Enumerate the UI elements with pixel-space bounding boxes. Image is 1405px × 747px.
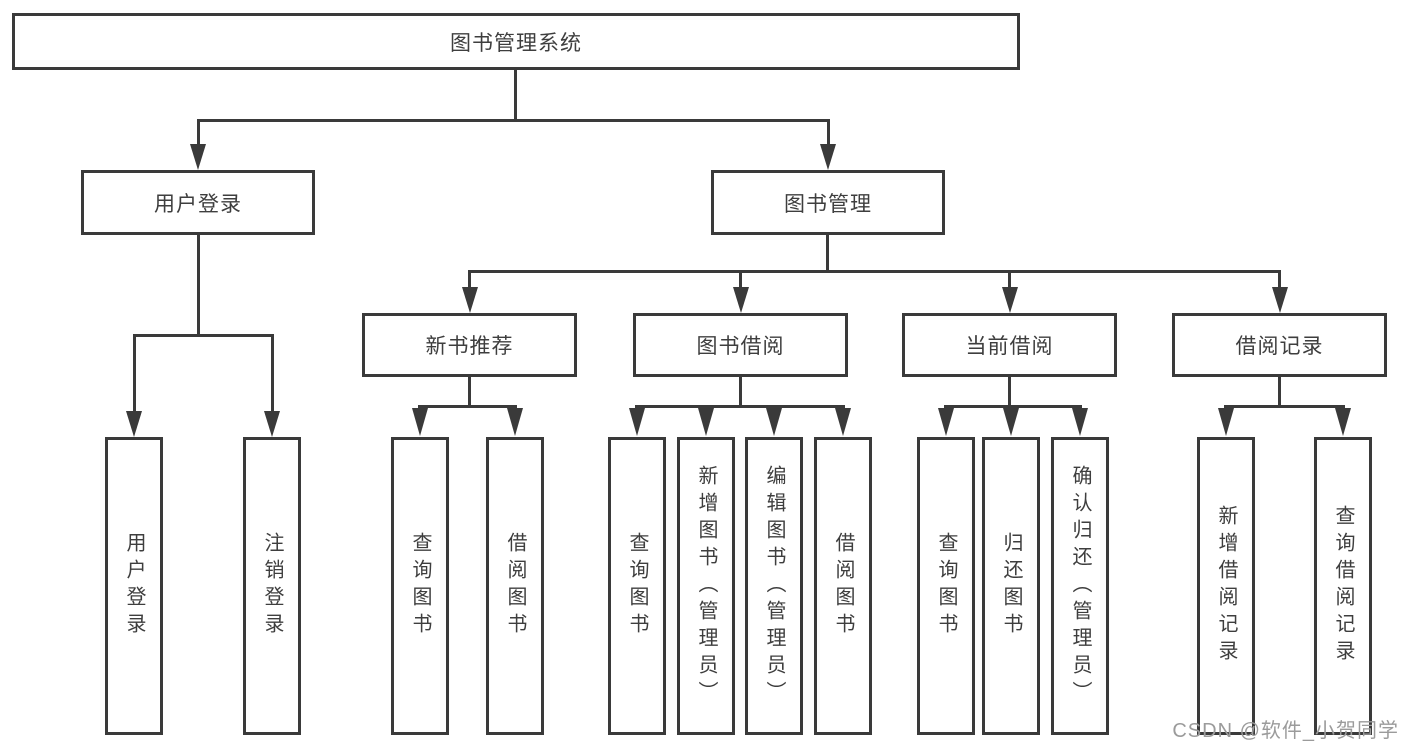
arrow-down-icon bbox=[698, 408, 714, 436]
node-leaf-confirm-return-admin: 确认归还（管理员） bbox=[1051, 437, 1109, 735]
connector-line bbox=[197, 119, 200, 146]
arrow-down-icon bbox=[629, 408, 645, 436]
connector-line bbox=[1008, 270, 1011, 289]
node-label: 借阅图书 bbox=[832, 532, 854, 640]
node-leaf-query-books-1: 查询图书 bbox=[391, 437, 449, 735]
arrow-down-icon bbox=[835, 408, 851, 436]
node-leaf-add-borrow-record: 新增借阅记录 bbox=[1197, 437, 1255, 735]
arrow-down-icon bbox=[1003, 408, 1019, 436]
arrow-down-icon bbox=[938, 408, 954, 436]
connector-line bbox=[827, 119, 830, 146]
node-label: 编辑图书（管理员） bbox=[763, 464, 785, 708]
arrow-down-icon bbox=[412, 408, 428, 436]
connector-line bbox=[1224, 405, 1345, 408]
arrow-down-icon bbox=[1002, 287, 1018, 313]
arrow-down-icon bbox=[190, 144, 206, 170]
arrow-down-icon bbox=[820, 144, 836, 170]
node-borrow-records: 借阅记录 bbox=[1172, 313, 1387, 377]
arrow-down-icon bbox=[733, 287, 749, 313]
arrow-down-icon bbox=[766, 408, 782, 436]
node-book-borrow: 图书借阅 bbox=[633, 313, 848, 377]
node-leaf-borrow-books-2: 借阅图书 bbox=[814, 437, 872, 735]
arrow-down-icon bbox=[1218, 408, 1234, 436]
node-leaf-add-books-admin: 新增图书（管理员） bbox=[677, 437, 735, 735]
connector-line bbox=[1278, 270, 1281, 289]
node-leaf-query-books-2: 查询图书 bbox=[608, 437, 666, 735]
connector-line bbox=[468, 270, 1281, 273]
connector-line bbox=[133, 334, 274, 337]
node-current-borrow: 当前借阅 bbox=[902, 313, 1117, 377]
node-label: 用户登录 bbox=[123, 532, 145, 640]
connector-line bbox=[944, 405, 1082, 408]
node-root: 图书管理系统 bbox=[12, 13, 1020, 70]
node-label: 查询图书 bbox=[626, 532, 648, 640]
node-label: 归还图书 bbox=[1000, 532, 1022, 640]
arrow-down-icon bbox=[462, 287, 478, 313]
node-book-management: 图书管理 bbox=[711, 170, 945, 235]
connector-line bbox=[826, 235, 829, 272]
node-leaf-user-login: 用户登录 bbox=[105, 437, 163, 735]
node-leaf-query-borrow-record: 查询借阅记录 bbox=[1314, 437, 1372, 735]
arrow-down-icon bbox=[1335, 408, 1351, 436]
arrow-down-icon bbox=[1072, 408, 1088, 436]
arrow-down-icon bbox=[507, 408, 523, 436]
node-label: 确认归还（管理员） bbox=[1069, 464, 1091, 708]
connector-line bbox=[197, 119, 830, 122]
node-label: 注销登录 bbox=[261, 532, 283, 640]
connector-line bbox=[271, 334, 274, 412]
node-leaf-edit-books-admin: 编辑图书（管理员） bbox=[745, 437, 803, 735]
node-leaf-return-books: 归还图书 bbox=[982, 437, 1040, 735]
node-label: 查询图书 bbox=[935, 532, 957, 640]
connector-line bbox=[1278, 375, 1281, 408]
arrow-down-icon bbox=[1272, 287, 1288, 313]
arrow-down-icon bbox=[126, 411, 142, 437]
node-label: 查询借阅记录 bbox=[1332, 505, 1354, 667]
node-label: 查询图书 bbox=[409, 532, 431, 640]
connector-line bbox=[514, 68, 517, 121]
node-label: 新增图书（管理员） bbox=[695, 464, 717, 708]
node-leaf-borrow-books-1: 借阅图书 bbox=[486, 437, 544, 735]
connector-line bbox=[418, 405, 517, 408]
watermark: CSDN @软件_小贺同学 bbox=[1172, 720, 1399, 742]
node-label: 借阅图书 bbox=[504, 532, 526, 640]
node-new-book-recommend: 新书推荐 bbox=[362, 313, 577, 377]
connector-line bbox=[133, 334, 136, 412]
arrow-down-icon bbox=[264, 411, 280, 437]
connector-line bbox=[468, 270, 471, 289]
node-leaf-query-books-3: 查询图书 bbox=[917, 437, 975, 735]
connector-line bbox=[739, 375, 742, 408]
connector-line bbox=[635, 405, 845, 408]
node-label: 新增借阅记录 bbox=[1215, 505, 1237, 667]
node-leaf-logout: 注销登录 bbox=[243, 437, 301, 735]
node-user-login: 用户登录 bbox=[81, 170, 315, 235]
connector-line bbox=[739, 270, 742, 289]
connector-line bbox=[468, 375, 471, 408]
connector-line bbox=[197, 235, 200, 336]
connector-line bbox=[1008, 375, 1011, 408]
